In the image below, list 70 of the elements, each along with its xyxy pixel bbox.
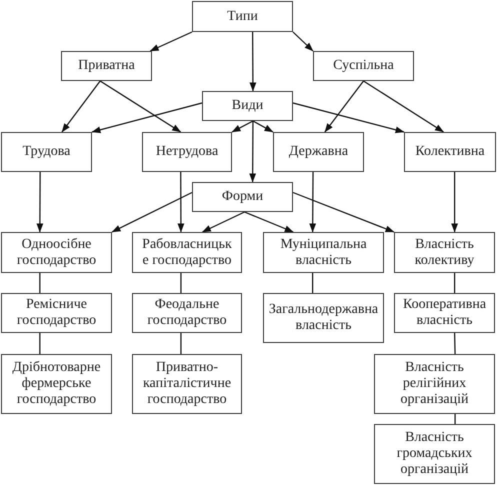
category-box <box>313 51 414 81</box>
box-label: Типи <box>227 8 258 24</box>
arrow <box>292 32 314 52</box>
arrow <box>112 192 192 233</box>
arrow <box>150 31 192 52</box>
category-box <box>374 424 495 484</box>
box-label: Ремісниче господарство <box>16 297 98 329</box>
arrow <box>232 120 254 133</box>
category-box <box>1 132 92 172</box>
arrow <box>61 80 101 132</box>
category-box <box>192 182 293 212</box>
arrow <box>309 172 316 232</box>
category-box <box>263 293 384 343</box>
box-label: Одноосібне господарство <box>16 236 98 268</box>
box-label: Власність колективу <box>414 236 476 268</box>
box-label: Кооперативна власність <box>402 297 488 329</box>
category-box <box>132 293 242 333</box>
box-label: Нетрудова <box>156 144 218 160</box>
connector-line <box>454 414 456 424</box>
arrow <box>363 80 444 132</box>
arrow <box>202 211 245 233</box>
category-box <box>263 232 384 273</box>
arrow <box>249 121 256 182</box>
arrow <box>36 172 44 232</box>
box-label: Колективна <box>415 144 485 160</box>
box-label: Феодальне господарство <box>146 297 228 329</box>
box-label: Дрібнотоварне фермерське господарство <box>11 360 102 408</box>
category-box <box>374 354 495 414</box>
connector-line <box>312 273 314 293</box>
arrow <box>324 80 364 132</box>
arrow <box>244 211 294 233</box>
category-box <box>61 51 152 81</box>
box-label: Муніципальна власність <box>279 236 368 268</box>
arrow <box>100 80 182 132</box>
category-box <box>132 354 242 414</box>
category-box <box>394 232 495 273</box>
arrow <box>451 172 458 232</box>
box-label: Форми <box>222 189 264 205</box>
connector-line <box>180 333 182 354</box>
category-box <box>142 132 232 172</box>
category-box <box>192 1 293 32</box>
category-box <box>273 132 364 172</box>
category-box <box>132 232 242 273</box>
box-label: Суспільна <box>333 58 394 74</box>
connector-line <box>454 273 456 293</box>
box-label: Загальнодержавна власність <box>268 302 380 334</box>
box-label: Приватна <box>78 58 135 74</box>
arrow <box>250 32 256 92</box>
arrow <box>292 192 394 233</box>
box-label: Трудова <box>22 144 70 160</box>
box-label: Власність громадських організацій <box>396 430 474 478</box>
category-box <box>202 91 293 121</box>
category-box <box>404 132 496 172</box>
category-box <box>1 293 112 333</box>
connector-line <box>39 333 40 354</box>
arrow <box>178 172 184 232</box>
arrow <box>92 102 202 134</box>
connector-line <box>454 332 456 354</box>
arrow <box>292 102 404 134</box>
box-label: Власність релігійних організацій <box>400 360 470 408</box>
box-label: Державна <box>288 144 348 160</box>
category-box <box>1 354 112 414</box>
category-box <box>394 293 495 333</box>
connector-line <box>180 273 182 293</box>
category-box <box>1 232 112 273</box>
arrow <box>252 120 274 133</box>
box-label: Приватно- капіталістичне господарство <box>142 360 232 408</box>
box-label: Рабовласницьк е господарство <box>141 236 233 268</box>
connector-line <box>39 273 40 293</box>
box-label: Види <box>232 98 264 114</box>
